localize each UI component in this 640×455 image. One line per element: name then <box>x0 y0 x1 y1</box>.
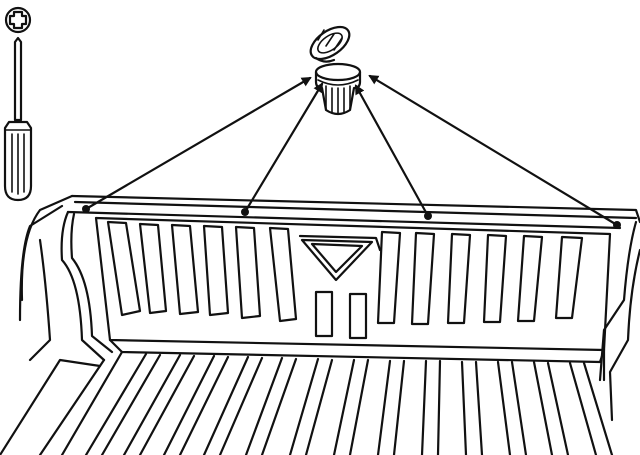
fastener-hole-center-right <box>424 212 432 220</box>
bedliner-front-panel <box>20 196 640 420</box>
phillips-screwdriver <box>5 8 31 200</box>
screwdriver-grip-lines <box>5 130 31 194</box>
fastener-hole-far-left <box>82 205 90 213</box>
callout-arrow-far-left <box>86 78 310 209</box>
rivet-cap <box>305 21 355 66</box>
liner-left-wall <box>22 196 72 300</box>
screwdriver-shaft <box>15 38 21 120</box>
callout-arrow-center-left <box>245 84 322 212</box>
liner-center-block-left <box>316 292 332 336</box>
callout-arrow-far-right <box>370 76 617 225</box>
rivet-body <box>316 64 360 114</box>
bed-floor <box>0 350 612 455</box>
liner-center-block-right <box>350 294 366 338</box>
fastener-hole-center-left <box>241 208 249 216</box>
phillips-cross-icon <box>6 8 30 32</box>
fastener-hole-far-right <box>613 221 621 229</box>
